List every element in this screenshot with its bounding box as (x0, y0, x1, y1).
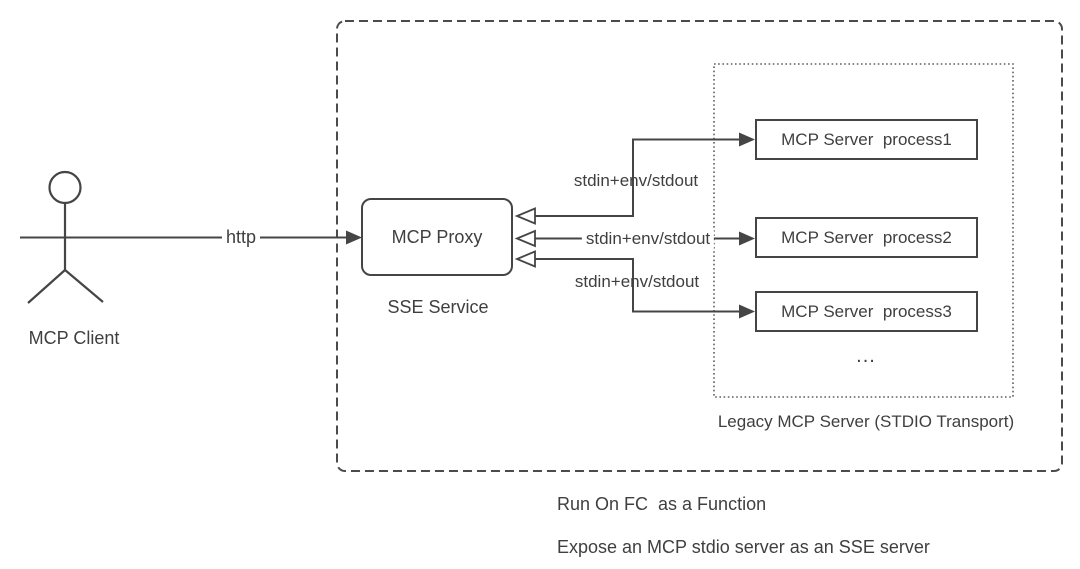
mcp-server-process2-label: MCP Server process2 (781, 227, 952, 247)
mcp-server-process1-node: MCP Server process1 (755, 119, 978, 160)
mcp-proxy-label: MCP Proxy (391, 226, 483, 247)
stdio-connector-3-open-arrowhead-icon (514, 250, 536, 268)
sse-service-label: SSE Service (387, 297, 489, 317)
stdio-connector-1-solid-arrowhead-icon (739, 132, 755, 147)
http-edge-label: http (221, 227, 261, 248)
mcp-server-process3-label: MCP Server process3 (781, 301, 952, 321)
legacy-group-label: Legacy MCP Server (STDIO Transport) (717, 412, 1015, 431)
stdio-edge-2-label: stdin+env/stdout (581, 229, 715, 249)
actor-legs (27, 268, 104, 304)
actor-icon (27, 170, 104, 304)
mcp-server-process3-node: MCP Server process3 (755, 291, 978, 332)
actor-label: MCP Client (28, 328, 120, 348)
actor-head (48, 170, 82, 205)
http-edge (20, 230, 362, 245)
mcp-server-process1-label: MCP Server process1 (781, 129, 952, 149)
stdio-connector-2-solid-arrowhead-icon (739, 231, 755, 246)
note-run-on-fc: Run On FC as a Function (557, 494, 767, 514)
stdio-connector-1-open-arrowhead-icon (514, 207, 536, 225)
mcp-server-process2-node: MCP Server process2 (755, 217, 978, 258)
mcp-proxy-node: MCP Proxy (361, 198, 513, 276)
note-expose-sse: Expose an MCP stdio server as an SSE ser… (557, 537, 930, 557)
stdio-connector-3-solid-arrowhead-icon (739, 304, 755, 319)
stdio-edge-1-label: stdin+env/stdout (573, 171, 699, 190)
stdio-connector-2-open-arrowhead-icon (514, 229, 536, 248)
more-servers-indicator: ... (856, 345, 876, 367)
stdio-edge-3-label: stdin+env/stdout (574, 272, 700, 291)
http-arrowhead-icon (346, 230, 362, 245)
